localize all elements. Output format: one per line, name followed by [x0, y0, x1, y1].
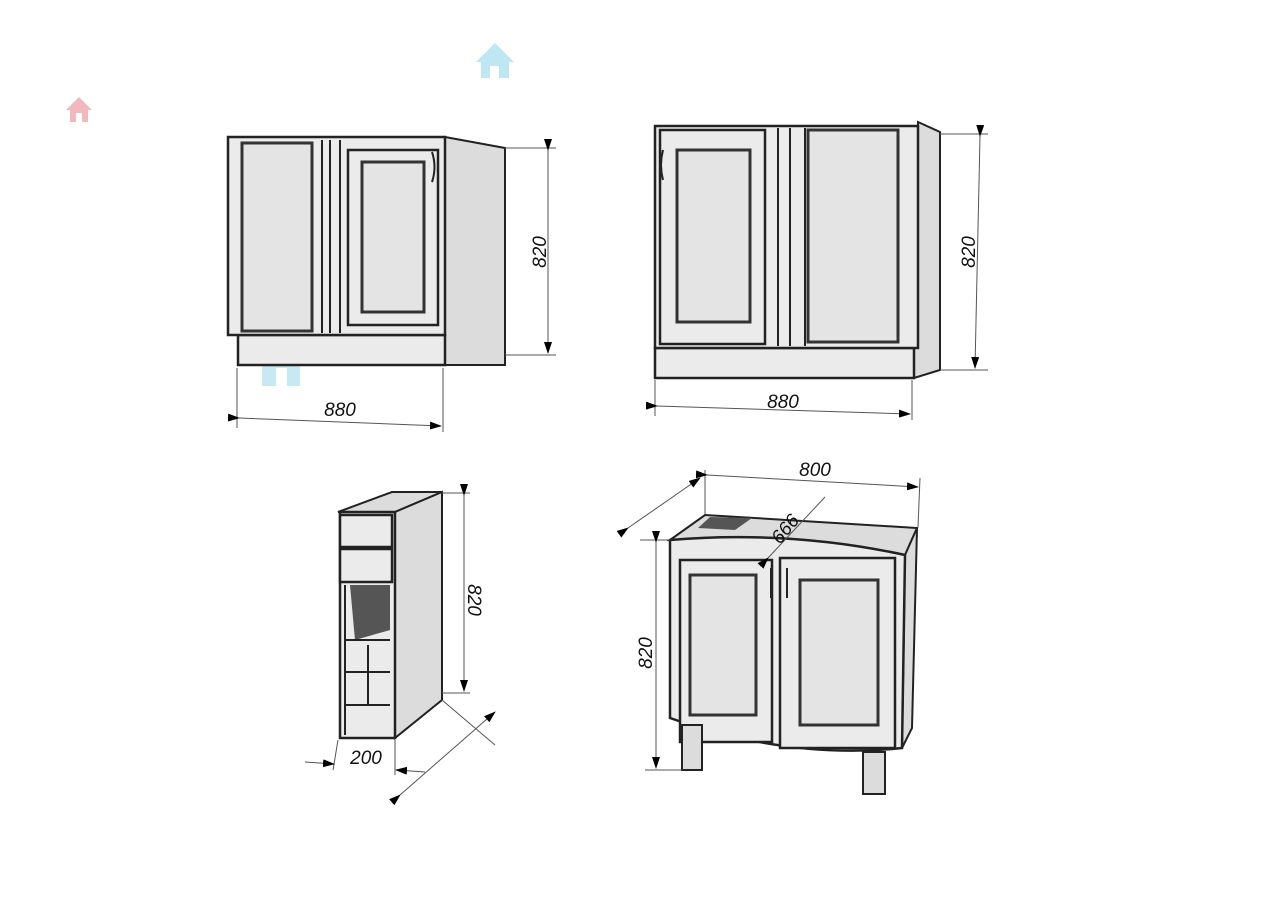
- height-label: 820: [636, 637, 657, 669]
- height-label: 820: [959, 236, 980, 268]
- handle-icon: [770, 568, 788, 598]
- curved-sink-cabinet: 800 666 820: [616, 460, 921, 795]
- width-label: 200: [349, 748, 382, 769]
- corner-cabinet-right: 820 880: [645, 120, 988, 420]
- house-icon: [476, 43, 514, 78]
- width-label: 800: [799, 460, 831, 481]
- height-label: 820: [463, 584, 484, 616]
- corner-cabinet-left: 820 880: [226, 135, 556, 432]
- handle-icon: [431, 151, 436, 183]
- narrow-bottle-cabinet: 820 200: [304, 484, 496, 806]
- house-icon: [66, 97, 92, 122]
- handle-icon: [660, 149, 664, 181]
- width-label: 880: [324, 400, 356, 421]
- width-label: 880: [767, 392, 799, 413]
- height-label: 820: [530, 236, 551, 268]
